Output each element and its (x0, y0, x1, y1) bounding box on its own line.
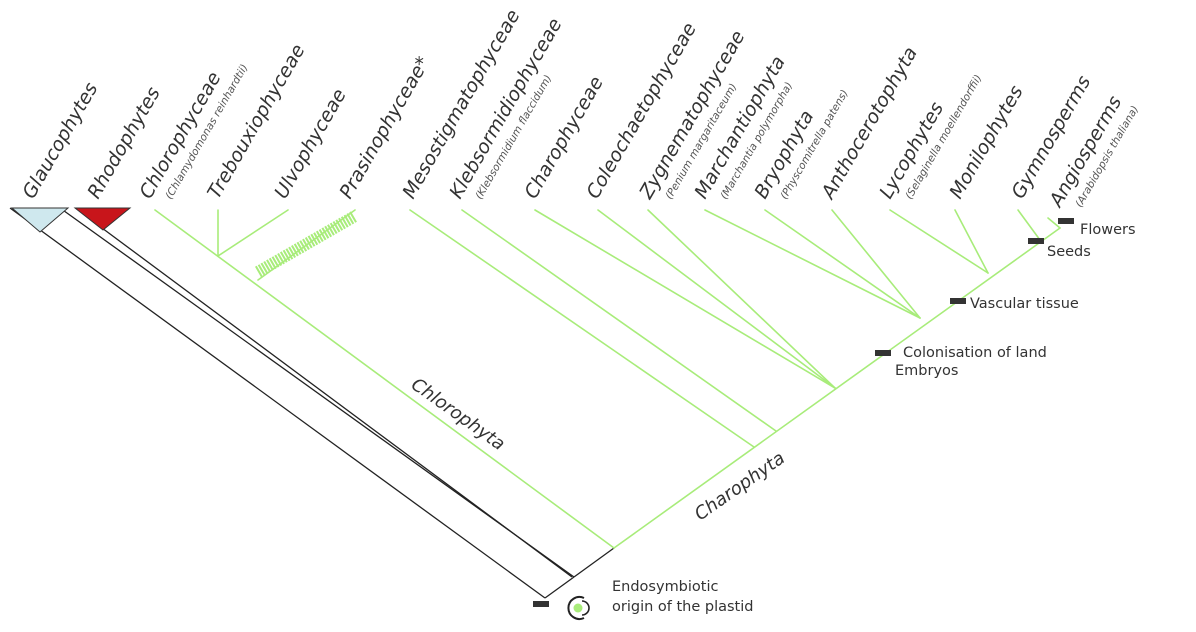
rhodophytes-triangle (73, 207, 132, 231)
event-markers (533, 218, 1074, 607)
label-origin-line2: origin of the plastid (612, 599, 753, 615)
label-charophyta: Charophyta (691, 448, 789, 525)
label-embryos: Embryos (895, 363, 958, 379)
origin-marker (533, 601, 549, 607)
seeds-marker (1028, 238, 1044, 244)
label-vascular-tissue: Vascular tissue (970, 296, 1079, 312)
colonisation-marker (875, 350, 891, 356)
vascular-tissue-marker (950, 298, 966, 304)
prasinophyceae-paraphyly-bar (255, 210, 358, 278)
glaucophyte-rhodophyte-branches (9, 207, 615, 599)
green-branches (154, 209, 1061, 549)
plastid-icon (567, 596, 590, 620)
taxon-labels: Glaucophytes Rhodophytes Chlorophyceae (… (18, 6, 1141, 212)
label-origin-line1: Endosymbiotic (612, 579, 719, 595)
label-chlorophyta: Chlorophyta (407, 374, 509, 455)
label-flowers: Flowers (1080, 222, 1136, 238)
glaucophytes-triangle (10, 207, 70, 233)
flowers-marker (1058, 218, 1074, 224)
label-seeds: Seeds (1047, 244, 1091, 260)
label-colonisation: Colonisation of land (903, 345, 1047, 361)
